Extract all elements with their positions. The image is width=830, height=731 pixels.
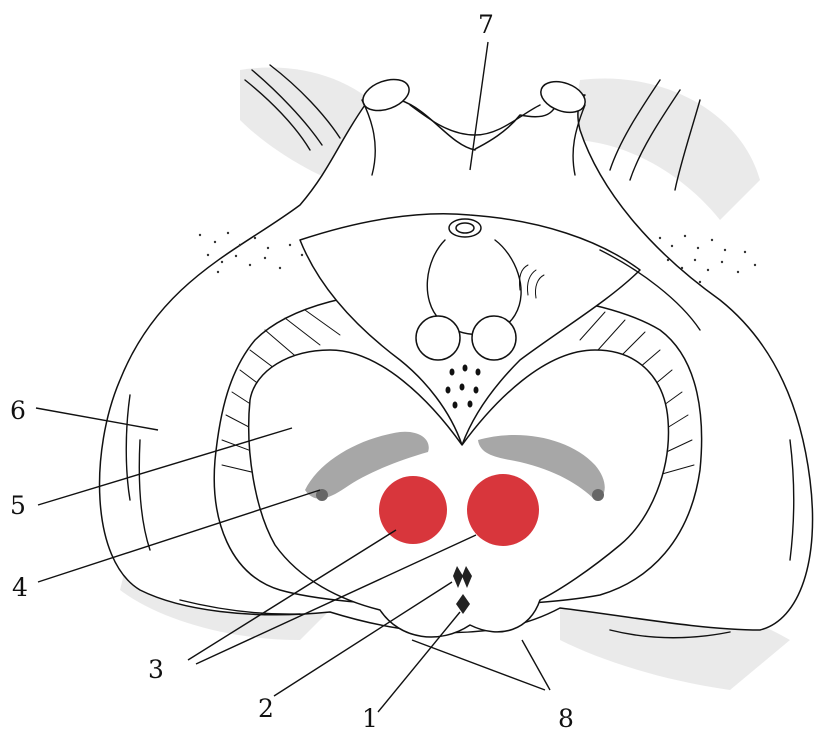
label-1: 1	[362, 704, 378, 731]
label-3: 3	[148, 655, 164, 684]
colliculus-right	[472, 316, 516, 360]
aqueduct	[449, 219, 481, 237]
label-4: 4	[12, 573, 28, 602]
label-5: 5	[10, 491, 26, 520]
label-8: 8	[558, 704, 574, 731]
label-7: 7	[478, 10, 494, 39]
colliculus-left	[416, 316, 460, 360]
label-2: 2	[258, 694, 274, 723]
red-nucleus-right	[467, 474, 539, 546]
leader-8a	[412, 640, 545, 690]
label-6: 6	[10, 396, 26, 425]
